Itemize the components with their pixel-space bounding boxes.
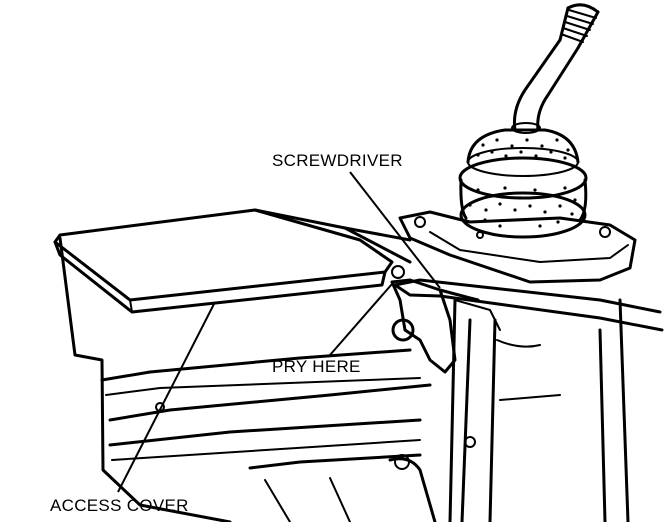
shifter-boot (458, 128, 588, 239)
screwdriver-label: SCREWDRIVER (272, 151, 403, 170)
pry-here-label: PRY HERE (272, 357, 361, 376)
boot-texture (468, 138, 577, 228)
transmission-housing (58, 236, 630, 522)
screwdriver-leader (349, 171, 441, 289)
screwdriver-tool (393, 278, 664, 332)
access-cover-leader (117, 301, 216, 493)
access-cover-plate (53, 208, 412, 314)
shifter-base (398, 210, 637, 284)
access-cover-label: ACCESS COVER (50, 496, 189, 515)
pry-here-leader (329, 283, 393, 356)
latch-bracket (390, 278, 501, 374)
shift-lever (511, 3, 600, 134)
